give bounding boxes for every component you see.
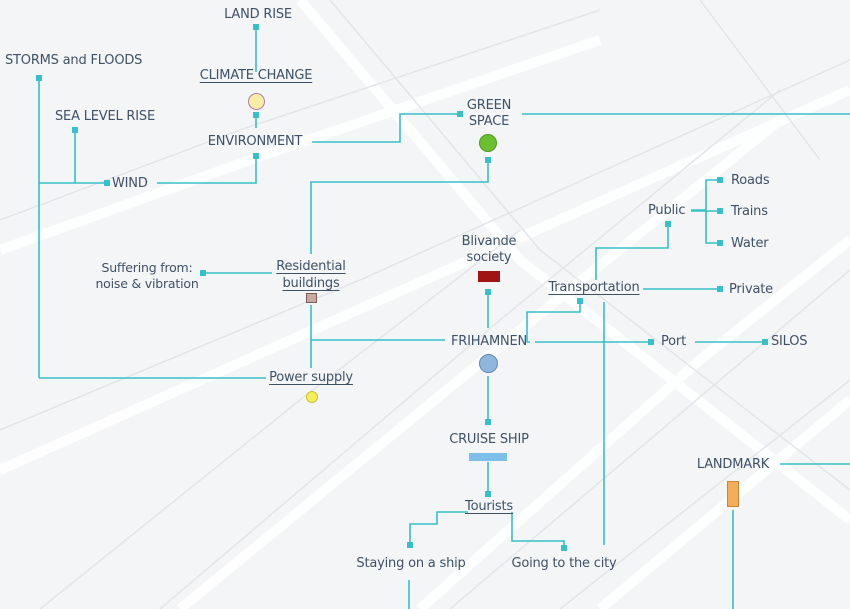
node-green-space: GREEN SPACE: [466, 98, 512, 129]
cruise-ship-marker: [469, 453, 507, 461]
node-cruise-ship: CRUISE SHIP: [449, 432, 529, 447]
node-staying-on-ship: Staying on a ship: [356, 556, 466, 571]
node-public: Public: [648, 203, 686, 218]
node-landmark: LANDMARK: [696, 457, 770, 472]
node-private: Private: [729, 282, 773, 297]
node-sea-level-rise: SEA LEVEL RISE: [55, 109, 155, 124]
node-power-supply[interactable]: Power supply: [269, 370, 353, 385]
power-supply-marker: [306, 391, 318, 403]
residential-marker: [306, 293, 317, 303]
node-blivande-society: Blivande society: [461, 234, 517, 265]
node-climate-change[interactable]: CLIMATE CHANGE: [199, 68, 313, 83]
frihamnen-marker: [479, 354, 498, 373]
green-space-marker: [479, 134, 497, 152]
node-going-to-city: Going to the city: [511, 556, 617, 571]
node-port: Port: [661, 334, 686, 349]
node-storms-floods: STORMS and FLOODS: [5, 53, 143, 68]
climate-change-marker: [248, 93, 265, 110]
node-land-rise: LAND RISE: [224, 7, 292, 22]
node-wind: WIND: [112, 176, 148, 191]
node-frihamnen: FRIHAMNEN: [450, 334, 528, 349]
node-tourists[interactable]: Tourists: [465, 499, 513, 514]
node-silos: SILOS: [771, 334, 808, 349]
node-transportation[interactable]: Transportation: [548, 280, 640, 295]
node-trains: Trains: [731, 204, 768, 219]
node-roads: Roads: [731, 173, 770, 188]
society-marker: [478, 271, 500, 282]
landmark-marker: [727, 481, 739, 507]
node-water: Water: [731, 236, 769, 251]
node-suffering: Suffering from: noise & vibration: [95, 260, 199, 291]
node-residential-buildings[interactable]: Residential buildings: [276, 259, 346, 291]
node-environment: ENVIRONMENT: [207, 134, 303, 149]
